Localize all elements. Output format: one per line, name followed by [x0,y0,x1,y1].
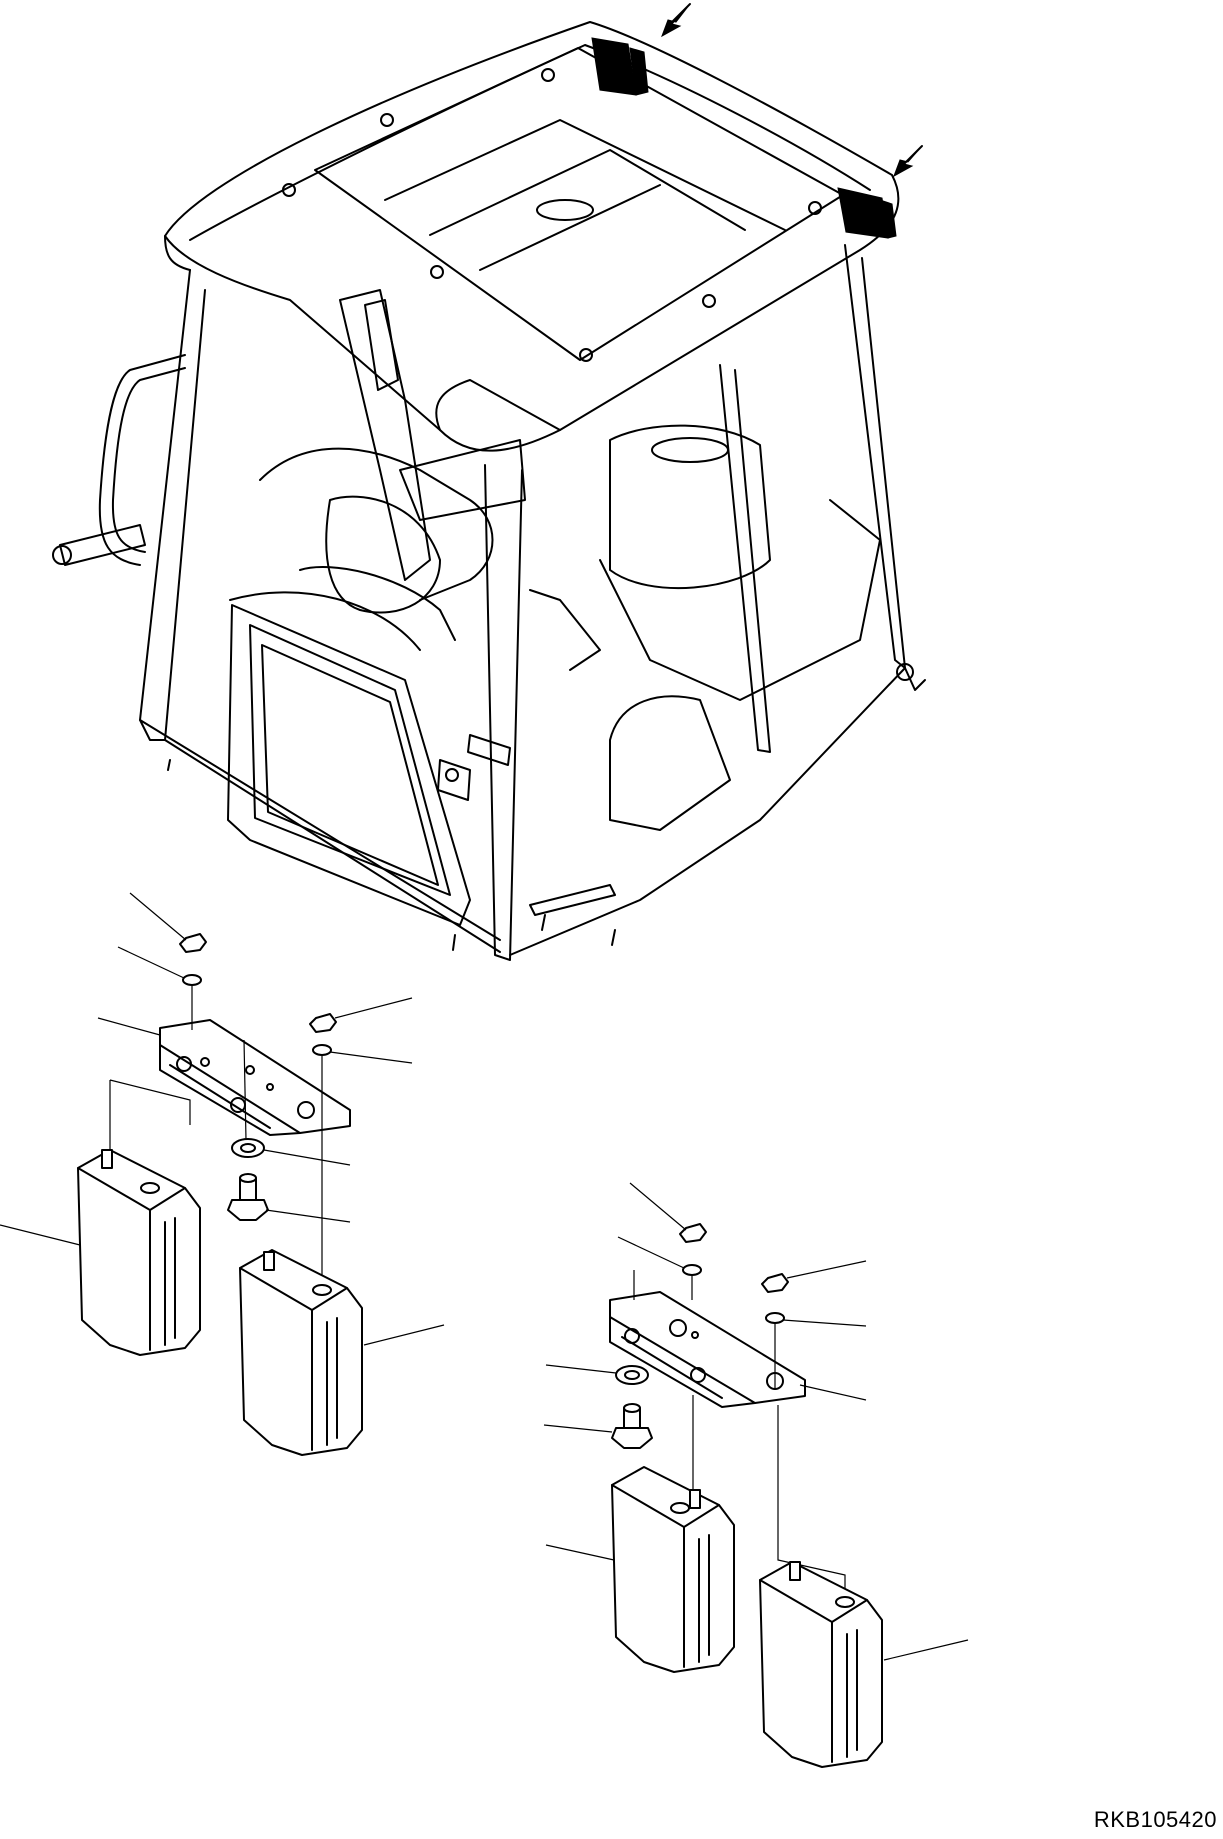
cab-interior [229,289,881,831]
roof-decal-left [591,37,649,96]
mount-block-right-1 [545,1466,735,1673]
mount-set-right [543,1182,969,1768]
mount-plate-left [97,1017,351,1136]
nut-top-left-a [129,892,207,953]
washer-mid-left [231,1138,351,1166]
callout-arrow-roof-left [661,3,691,38]
callout-arrow-roof-right [893,145,923,178]
mount-block-right-2 [759,1561,969,1768]
cab-pillars [139,244,906,961]
washer-top-left-b [312,1044,413,1064]
mount-block-left-1 [0,1149,201,1356]
washer-top-right-a [617,1236,702,1276]
roof-decal-right [837,187,897,239]
bolt-left [227,1173,351,1223]
cab-base-brackets [167,663,926,951]
cab-assembly [52,3,926,961]
washer-top-right-b [765,1312,867,1327]
mount-plate-right [609,1270,867,1408]
bolt-right [543,1403,653,1449]
nut-top-left-b [309,997,413,1033]
washer-top-left-a [117,946,202,986]
door-handle-right [437,734,511,801]
cab-roof [164,21,900,452]
left-handrail [52,354,186,566]
mount-block-left-2 [239,1249,445,1456]
drawing-code: RKB105420 [1093,1807,1217,1832]
nut-top-right-b [761,1260,867,1293]
guide-line [243,1039,247,1141]
cab-door-frame [227,604,471,926]
nut-top-right-a [629,1182,707,1243]
washer-mid-right [545,1364,649,1385]
mount-set-left [0,892,445,1456]
